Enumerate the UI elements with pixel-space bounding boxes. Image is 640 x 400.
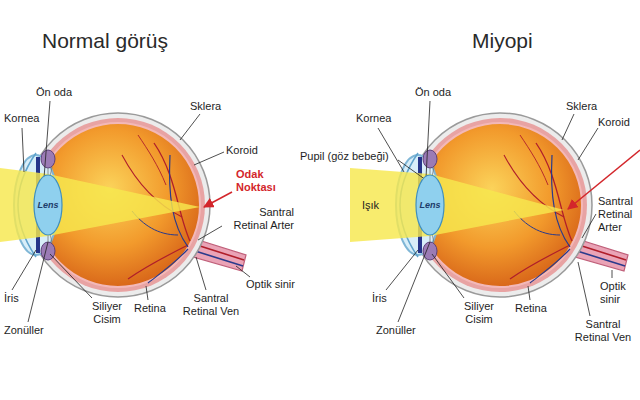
part-label: Kornea xyxy=(4,112,39,125)
diagram-title: Miyopi xyxy=(472,28,533,53)
lens-ellipse xyxy=(34,175,62,235)
part-label: Ön oda xyxy=(415,86,451,99)
lens-shape: Lens xyxy=(33,174,63,236)
focus-label: Odak Noktası xyxy=(236,168,286,194)
part-label: İris xyxy=(372,292,387,305)
part-label: Optik sinir xyxy=(600,280,636,306)
part-label: Sklera xyxy=(190,100,221,113)
part-label: Santral Retinal Ven xyxy=(178,292,244,318)
lens-shape: Lens xyxy=(415,174,445,236)
part-label: Santral Retinal Arter xyxy=(598,195,640,234)
light-beam xyxy=(0,168,200,242)
light-label: Işık xyxy=(362,199,379,212)
leader-lines xyxy=(12,101,612,322)
part-label: Kornea xyxy=(356,112,391,125)
focus-arrow xyxy=(204,192,232,207)
lens-label: Lens xyxy=(33,200,63,211)
diagram-title: Normal görüş xyxy=(42,28,168,53)
part-label: Retina xyxy=(515,302,547,315)
light-beam xyxy=(350,168,564,242)
lens-ellipse xyxy=(416,175,444,235)
part-label: Koroid xyxy=(226,144,258,157)
part-label: Pupil (göz bebeği) xyxy=(300,150,389,163)
part-label: İris xyxy=(4,292,19,305)
part-label: Zonüller xyxy=(376,324,416,337)
part-label: Siliyer Cisim xyxy=(84,300,130,326)
part-label: Optik sinir xyxy=(246,278,295,291)
part-label: Santral Retinal Arter xyxy=(222,206,294,232)
part-label: Santral Retinal Ven xyxy=(570,318,636,344)
part-label: Sklera xyxy=(566,100,597,113)
part-label: Siliyer Cisim xyxy=(456,300,502,326)
part-label: Zonüller xyxy=(4,324,44,337)
lens-label: Lens xyxy=(415,200,445,211)
part-label: Retina xyxy=(134,302,166,315)
part-label: Ön oda xyxy=(36,86,72,99)
part-label: Koroid xyxy=(598,116,630,129)
